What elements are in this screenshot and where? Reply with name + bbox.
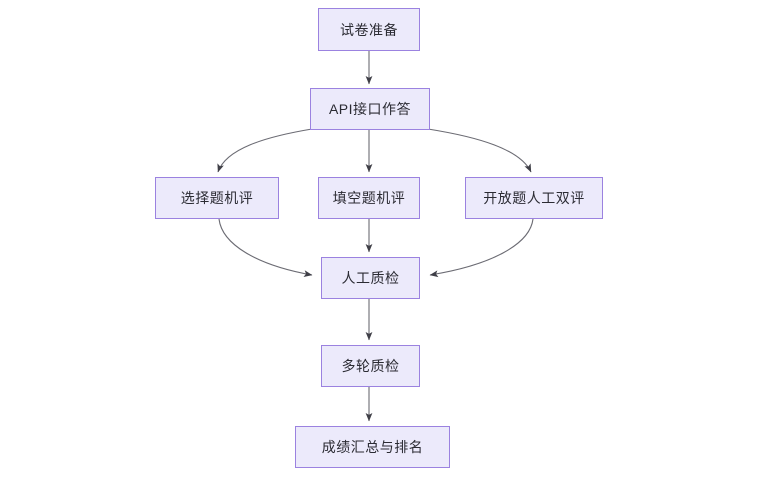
edge-api-to-xuanzeti bbox=[217, 128, 313, 173]
edge-xuanzeti-to-rengongzhijian bbox=[218, 218, 313, 277]
node-label: 填空题机评 bbox=[332, 190, 406, 206]
node-label: API接口作答 bbox=[328, 101, 412, 117]
edge-api-to-kaifangti bbox=[427, 128, 532, 173]
node-shijuanzhunbei[interactable]: 试卷准备 bbox=[318, 8, 420, 51]
node-label: 多轮质检 bbox=[341, 358, 400, 374]
node-rengong-zhijian[interactable]: 人工质检 bbox=[321, 257, 420, 299]
node-label: 选择题机评 bbox=[180, 190, 254, 206]
node-kaifangti-rengong-shuangping[interactable]: 开放题人工双评 bbox=[465, 177, 603, 219]
node-label: 试卷准备 bbox=[340, 21, 398, 38]
node-chengji-huizong-yu-paiming[interactable]: 成绩汇总与排名 bbox=[295, 426, 450, 468]
node-label: 人工质检 bbox=[341, 270, 400, 286]
edge-kaifangti-to-rengongzhijian bbox=[429, 218, 534, 278]
node-api-jiekou-zuoda[interactable]: API接口作答 bbox=[310, 88, 430, 130]
node-xuanzeti-jiping[interactable]: 选择题机评 bbox=[155, 177, 279, 219]
node-duolun-zhijian[interactable]: 多轮质检 bbox=[321, 345, 420, 387]
node-label: 成绩汇总与排名 bbox=[321, 439, 424, 455]
node-label: 开放题人工双评 bbox=[483, 190, 585, 206]
node-tiankongti-jiping[interactable]: 填空题机评 bbox=[318, 177, 420, 219]
